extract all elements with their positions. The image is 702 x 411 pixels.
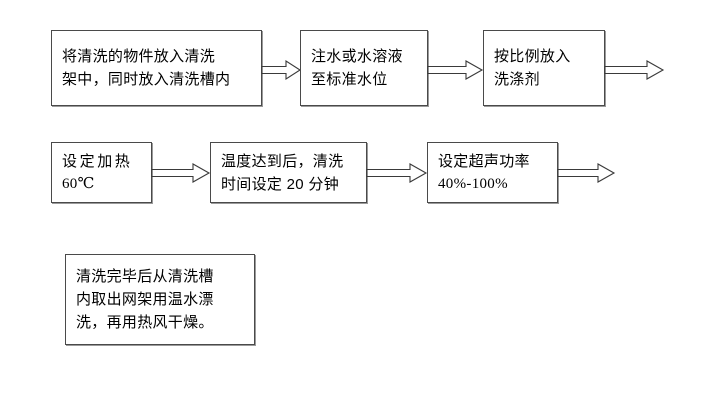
box-text-line: 温度达到后，清洗 — [221, 152, 344, 170]
box-text-line: 按比例放入 — [494, 48, 571, 65]
box-text-line: 洗，再用热风干燥。 — [76, 314, 214, 331]
box-text-line: 内取出网架用温水漂 — [76, 291, 214, 308]
process-box-set-power[interactable]: 设定超声功率 40%-100% — [427, 142, 558, 203]
box-text-line: 时间设定 20 分钟 — [221, 175, 340, 193]
process-box-set-time[interactable]: 温度达到后，清洗 时间设定 20 分钟 — [210, 142, 367, 203]
box-text-line: 洗涤剂 — [494, 71, 540, 88]
box-text-line: 设定加热 — [62, 152, 133, 170]
box-text-line: 40%-100% — [438, 175, 508, 192]
box-text-line: 设定超声功率 — [438, 152, 530, 170]
process-box-rinse-dry[interactable]: 清洗完毕后从清洗槽 内取出网架用温水漂 洗，再用热风干燥。 — [65, 254, 255, 345]
box-text-line: 至标准水位 — [311, 71, 388, 88]
arrow-time-to-power — [366, 163, 428, 183]
box-text-line: 清洗完毕后从清洗槽 — [76, 268, 214, 285]
process-box-load-parts[interactable]: 将清洗的物件放入清洗 架中，同时放入清洗槽内 — [51, 30, 262, 106]
box-text-line: 架中，同时放入清洗槽内 — [62, 71, 231, 88]
process-box-fill-water[interactable]: 注水或水溶液 至标准水位 — [300, 30, 428, 106]
box-text-line: 60℃ — [62, 175, 95, 192]
arrow-load-to-fill — [261, 59, 302, 81]
arrow-fill-to-detergent — [427, 60, 484, 80]
arrow-heating-to-time — [151, 163, 211, 183]
process-box-set-heating[interactable]: 设定加热 60℃ — [51, 142, 152, 203]
box-text-line: 注水或水溶液 — [311, 48, 403, 65]
process-box-add-detergent[interactable]: 按比例放入 洗涤剂 — [483, 30, 605, 106]
arrow-detergent-to-next-row — [604, 60, 665, 80]
arrow-power-to-next-row — [557, 163, 616, 183]
box-text-line: 将清洗的物件放入清洗 — [62, 48, 216, 65]
